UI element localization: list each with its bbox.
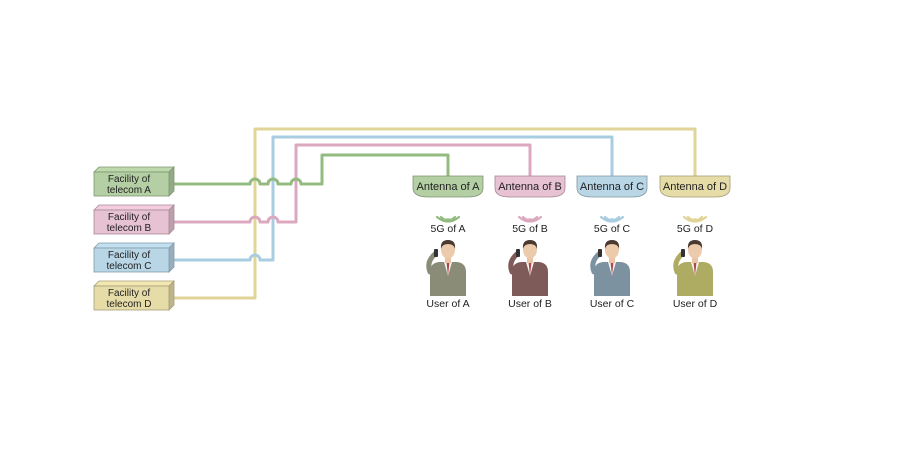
wifi-signal-icon [517, 215, 543, 223]
user-label: User of C [590, 298, 635, 310]
businessman-phone-icon [426, 240, 466, 296]
antenna-c-box [576, 175, 648, 198]
antenna-b-box [494, 175, 566, 198]
signal-label: 5G of D [677, 223, 714, 235]
signal-label: 5G of B [512, 223, 548, 235]
antenna-label: Antenna of C [580, 181, 644, 193]
antenna-unit-b: Antenna of B 5G of B User of B [494, 175, 566, 310]
antenna-unit-d: Antenna of D 5G of D User of D [659, 175, 731, 310]
facility-label-line2: telecom D [106, 299, 151, 310]
link-line-telecom-a [172, 153, 450, 186]
link-line-telecom-d [172, 127, 697, 300]
businessman-phone-icon [590, 240, 630, 296]
antenna-a-box [412, 175, 484, 198]
signal-label: 5G of A [430, 223, 465, 235]
antenna-unit-c: Antenna of C 5G of C User of C [576, 175, 648, 310]
facility-label-line2: telecom B [107, 223, 152, 234]
facility-label-line1: Facility of [108, 250, 150, 261]
wifi-signal-icon [599, 215, 625, 223]
user-label: User of D [673, 298, 718, 310]
antenna-unit-a: Antenna of A 5G of A User of A [412, 175, 484, 310]
antenna-label: Antenna of A [417, 181, 481, 193]
user-label: User of B [508, 298, 552, 310]
antenna-label: Antenna of D [663, 181, 727, 193]
antenna-units: Antenna of A 5G of A User of A Antenna of B… [412, 175, 731, 310]
facility-label-line1: Facility of [108, 212, 150, 223]
facility-label-line1: Facility of [108, 174, 150, 185]
wifi-signal-icon [435, 215, 461, 223]
link-line-telecom-b [172, 143, 532, 224]
facility-label-line2: telecom C [106, 261, 151, 272]
businessman-phone-icon [673, 240, 713, 296]
wifi-signal-icon [682, 215, 708, 223]
user-label: User of A [426, 298, 469, 310]
signal-label: 5G of C [594, 223, 631, 235]
antenna-label: Antenna of B [498, 181, 562, 193]
facility-label-line1: Facility of [108, 288, 150, 299]
facility-label-line2: telecom A [107, 185, 151, 196]
antenna-d-box [659, 175, 731, 198]
businessman-phone-icon [508, 240, 548, 296]
connection-lines [172, 127, 697, 300]
link-line-telecom-c [172, 135, 614, 262]
